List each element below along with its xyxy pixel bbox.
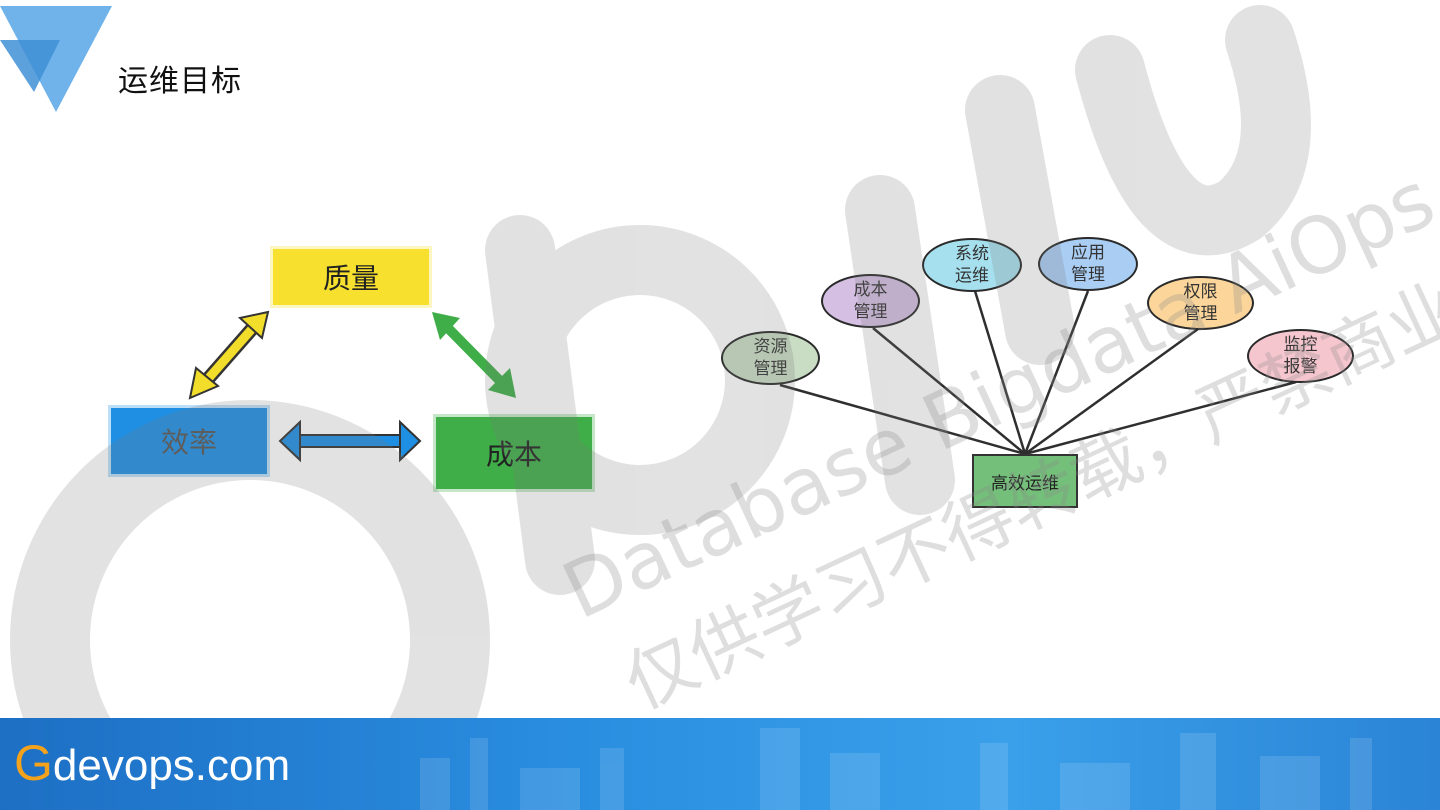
node-monitoring-alerts: 监控 报警: [1247, 329, 1354, 383]
node-resource-management: 资源 管理: [721, 331, 820, 385]
gdevops-logo: Gdevops.com: [14, 734, 290, 792]
node-system-ops: 系统 运维: [922, 238, 1022, 292]
footer-banner: Gdevops.com: [0, 718, 1440, 810]
node-application-management: 应用 管理: [1038, 237, 1138, 291]
center-efficient-ops: 高效运维: [972, 454, 1078, 508]
node-permission-management: 权限 管理: [1147, 276, 1254, 330]
node-cost-management: 成本 管理: [821, 274, 920, 328]
